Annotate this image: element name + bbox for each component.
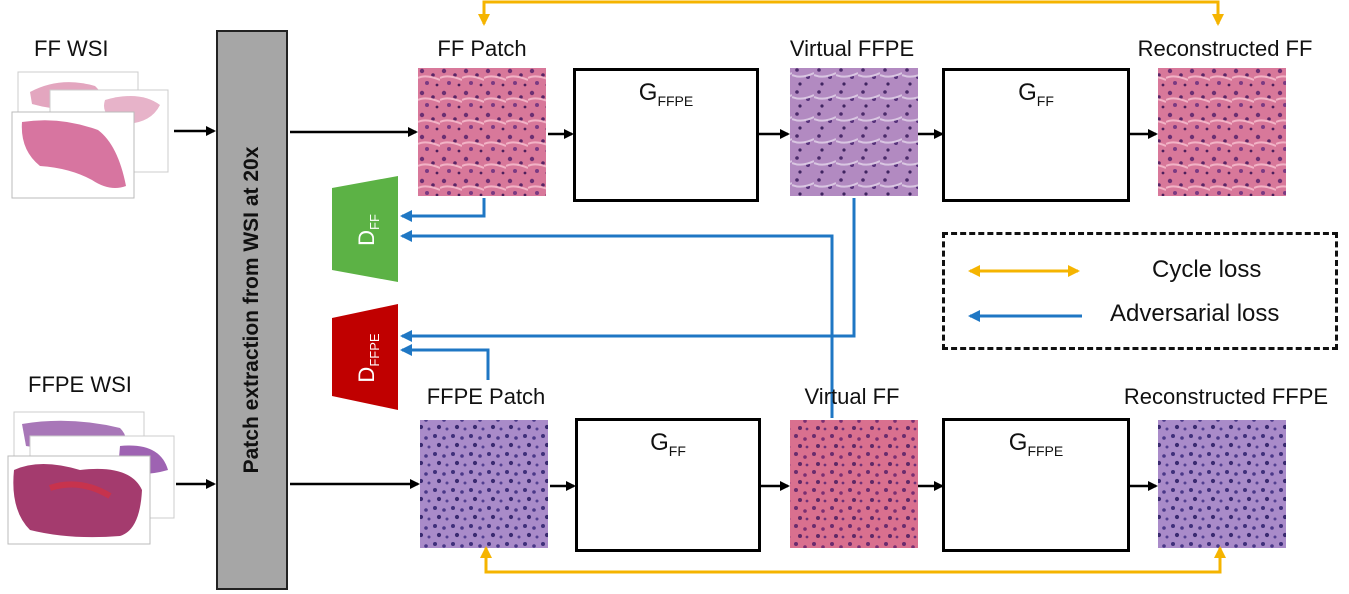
ffpe-wsi-thumbnails bbox=[7, 411, 175, 545]
cycle-arrows bbox=[478, 0, 1226, 574]
virtual-ffpe-label: Virtual FFPE bbox=[789, 36, 915, 61]
virtual-ff-image bbox=[790, 420, 918, 548]
generator-ffpe-bottom-title: GFFPE bbox=[1008, 429, 1064, 459]
discriminator-ff-label: DFF bbox=[354, 214, 382, 246]
reconstructed-ffpe-image bbox=[1158, 420, 1286, 548]
generator-ffpe-bottom-box: GFFPE bbox=[942, 418, 1130, 552]
ff-wsi-label: FF WSI bbox=[34, 36, 109, 61]
generator-ff-bottom-box: GFF bbox=[575, 418, 761, 552]
discriminator-ffpe-shape bbox=[332, 304, 398, 410]
generator-ffpe-top-box: GFFPE bbox=[573, 68, 759, 202]
generator-ff-bottom-title: GFF bbox=[650, 429, 686, 459]
legend-adversarial-label: Adversarial loss bbox=[1110, 300, 1280, 327]
virtual-ff-label: Virtual FF bbox=[804, 384, 900, 409]
ffpe-patch-image bbox=[420, 420, 548, 548]
legend bbox=[942, 232, 1338, 350]
ffpe-wsi-label: FFPE WSI bbox=[28, 372, 132, 397]
discriminator-ff-shape bbox=[332, 176, 398, 282]
adversarial-arrows bbox=[400, 198, 856, 418]
discriminator-ffpe-label: DFFPE bbox=[354, 333, 382, 383]
reconstructed-ff-label: Reconstructed FF bbox=[1137, 36, 1313, 61]
reconstructed-ff-image bbox=[1158, 68, 1286, 196]
legend-cycle-label: Cycle loss bbox=[1152, 256, 1262, 283]
virtual-ffpe-image bbox=[790, 68, 918, 196]
ff-patch-image bbox=[418, 68, 546, 196]
patch-extraction-label: Patch extraction from WSI at 20x bbox=[240, 146, 263, 474]
generator-ffpe-top-title: GFFPE bbox=[638, 79, 694, 109]
ff-wsi-thumbnails bbox=[11, 71, 169, 199]
ff-patch-label: FF Patch bbox=[437, 36, 527, 61]
generator-ff-top-box: GFF bbox=[942, 68, 1130, 202]
generator-ff-top-title: GFF bbox=[1018, 79, 1054, 109]
patch-extraction-bar bbox=[216, 30, 288, 590]
flow-arrows bbox=[174, 126, 1158, 491]
reconstructed-ffpe-label: Reconstructed FFPE bbox=[1123, 384, 1329, 409]
ffpe-patch-label: FFPE Patch bbox=[426, 384, 546, 409]
